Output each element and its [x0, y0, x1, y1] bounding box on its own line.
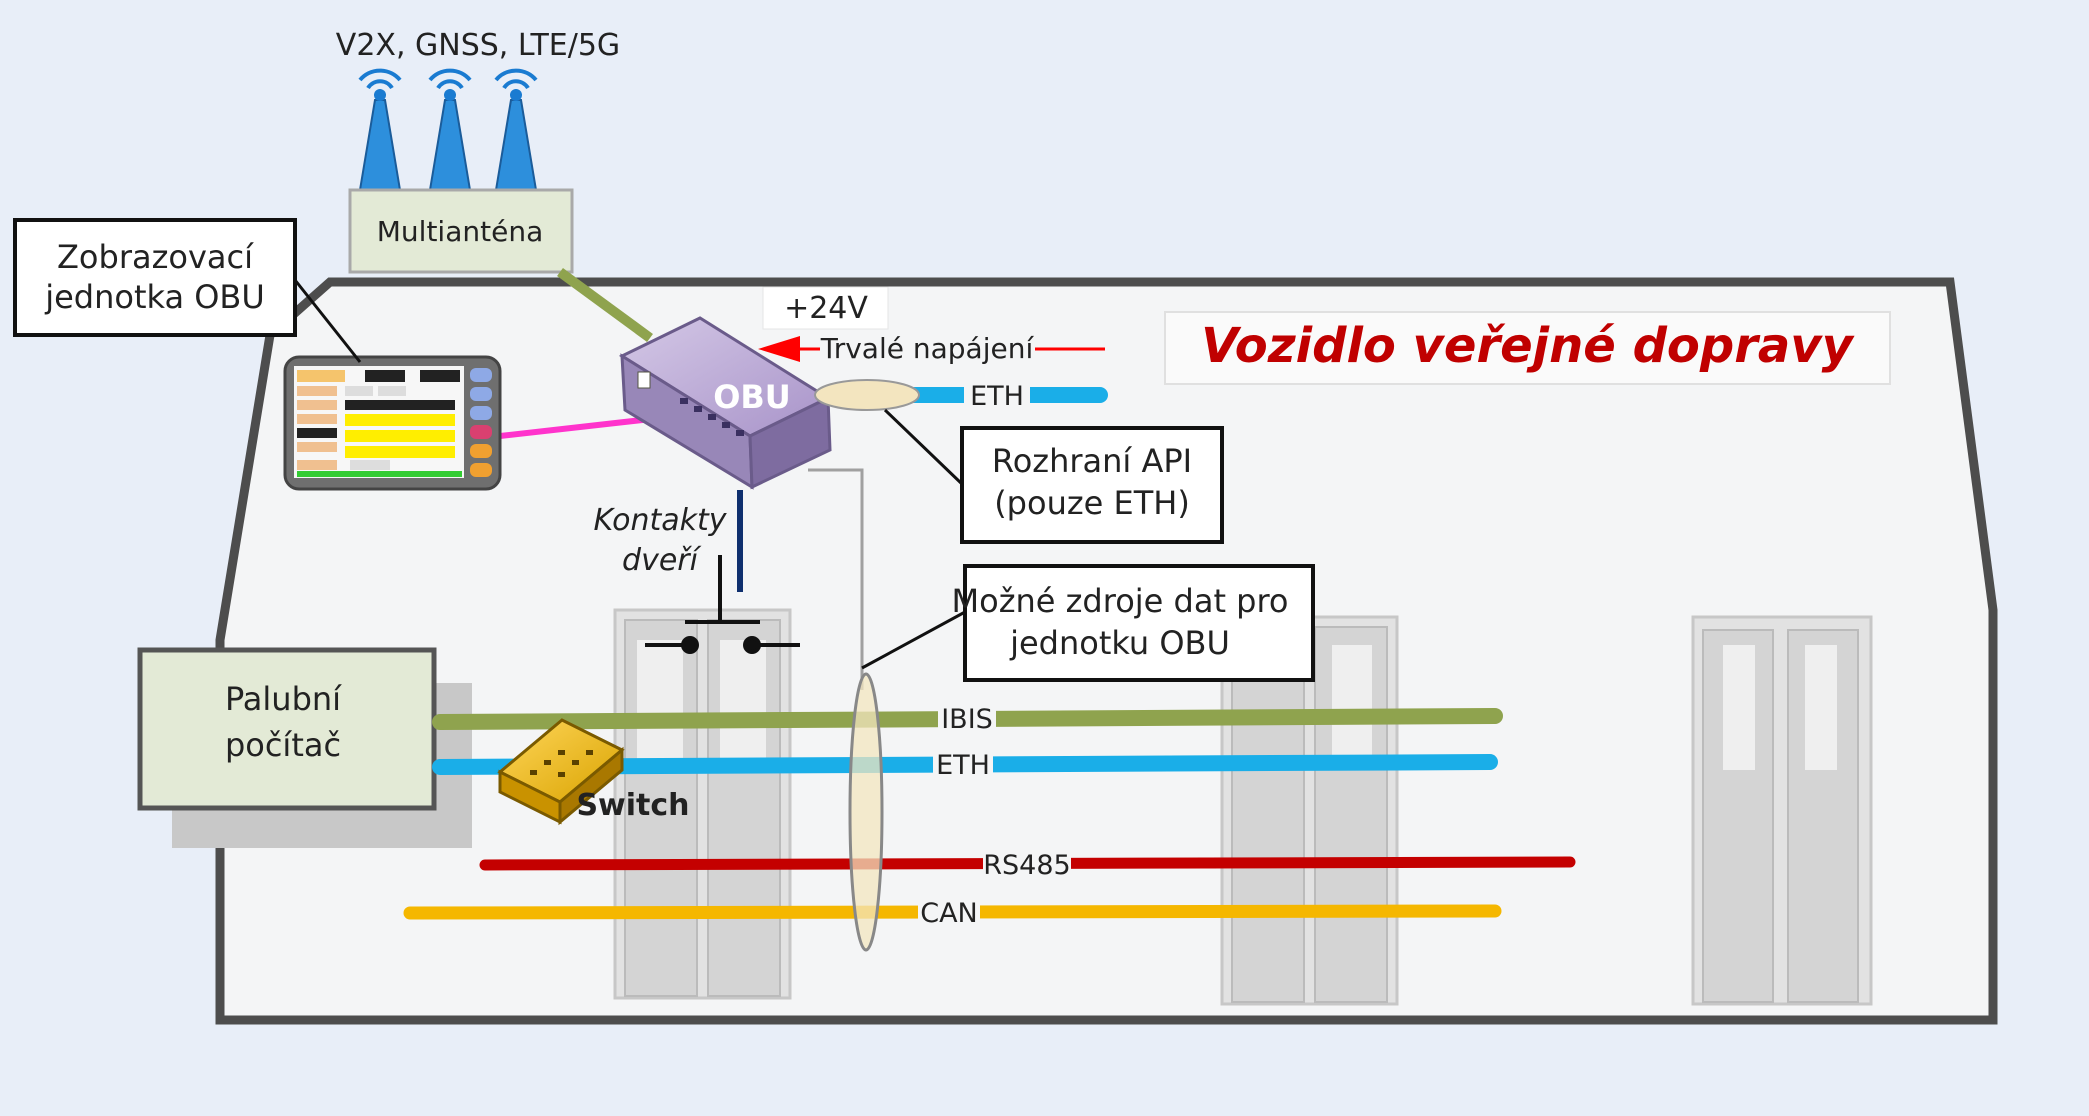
display-unit-callout: Zobrazovací jednotka OBU — [13, 218, 297, 337]
bus-rs485-label: RS485 — [983, 850, 1070, 881]
sources-link-line — [808, 468, 864, 690]
door-right — [1691, 615, 1873, 1006]
display-callout-line — [293, 279, 362, 363]
api-line1: Rozhraní API — [992, 442, 1192, 480]
switch-label: Switch — [576, 788, 689, 823]
api-callout: Rozhraní API (pouze ETH) — [960, 426, 1224, 544]
display-unit-line2: jednotka OBU — [44, 278, 265, 316]
display-unit-line1: Zobrazovací — [57, 238, 254, 276]
computer-line1: Palubní — [225, 680, 342, 718]
computer-line2: počítač — [225, 726, 341, 764]
sources-line1: Možné zdroje dat pro — [952, 582, 1289, 620]
power-label: Trvalé napájení — [820, 332, 1035, 365]
api-ellipse — [814, 379, 920, 411]
api-line2: (pouze ETH) — [994, 484, 1190, 522]
sources-callout: Možné zdroje dat pro jednotku OBU — [952, 564, 1315, 682]
onboard-computer-box: Palubní počítač — [137, 647, 437, 811]
vehicle-title: Vozidlo veřejné dopravy — [1201, 318, 1855, 374]
obu-label: OBU — [713, 378, 791, 416]
antenna-protocols-label: V2X, GNSS, LTE/5G — [336, 28, 620, 63]
antenna-icon — [358, 68, 538, 191]
sources-callout-line — [861, 610, 966, 670]
power-voltage: +24V — [784, 291, 868, 326]
obu-eth-label: ETH — [970, 381, 1024, 412]
multiantenna-box: Multianténa — [348, 188, 574, 274]
door-switch-icon — [645, 555, 800, 654]
sources-ellipse — [848, 672, 884, 952]
power-arrow-icon — [758, 336, 800, 362]
multiantenna-label: Multianténa — [377, 215, 543, 248]
door-left — [613, 608, 792, 1000]
bus-ibis-label: IBIS — [941, 704, 993, 735]
door-contacts-line2: dveří — [622, 543, 702, 578]
door-contacts-line1: Kontakty — [593, 503, 727, 538]
bus-eth-label: ETH — [936, 750, 990, 781]
sources-line2: jednotku OBU — [1009, 624, 1230, 662]
switch-device — [497, 718, 625, 826]
api-callout-line — [883, 408, 964, 486]
bus-can-label: CAN — [920, 898, 978, 929]
display-unit-device — [283, 355, 502, 491]
display-link — [499, 415, 661, 439]
antenna-cable — [557, 267, 653, 343]
vehicle-title-banner: Vozidlo veřejné dopravy — [1164, 311, 1891, 385]
power-label-box: +24V — [762, 286, 889, 330]
